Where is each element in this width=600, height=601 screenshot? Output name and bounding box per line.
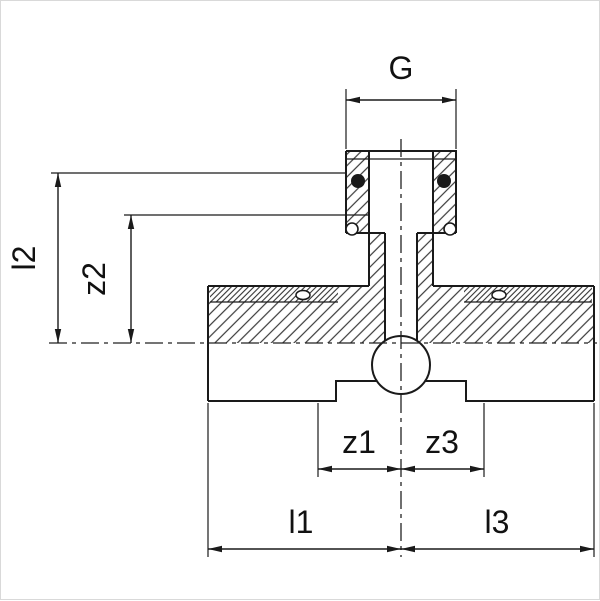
left-press-strip <box>210 287 338 302</box>
label-l2: l2 <box>6 246 42 271</box>
dimensions: G l2 z2 z1 z3 l1 l3 <box>6 50 595 557</box>
label-l3: l3 <box>485 504 510 540</box>
label-g: G <box>389 50 414 86</box>
socket-left-wall-hatch <box>346 151 369 233</box>
neck-left-wall-hatch <box>369 233 385 286</box>
right-press-strip <box>464 287 592 302</box>
label-l1: l1 <box>289 504 314 540</box>
seal-left <box>345 222 359 236</box>
weep-hole-right <box>491 289 507 301</box>
o-ring-right <box>437 174 451 188</box>
tee-fitting-body <box>49 139 597 557</box>
socket-outline <box>345 150 457 233</box>
label-z2: z2 <box>76 262 112 296</box>
weep-hole-left <box>295 289 311 301</box>
label-z3: z3 <box>425 424 459 460</box>
neck-right-wall-hatch <box>417 233 433 286</box>
socket-right-wall-hatch <box>433 151 456 233</box>
o-ring-left <box>351 174 365 188</box>
seal-right <box>443 222 457 236</box>
label-z1: z1 <box>342 424 376 460</box>
